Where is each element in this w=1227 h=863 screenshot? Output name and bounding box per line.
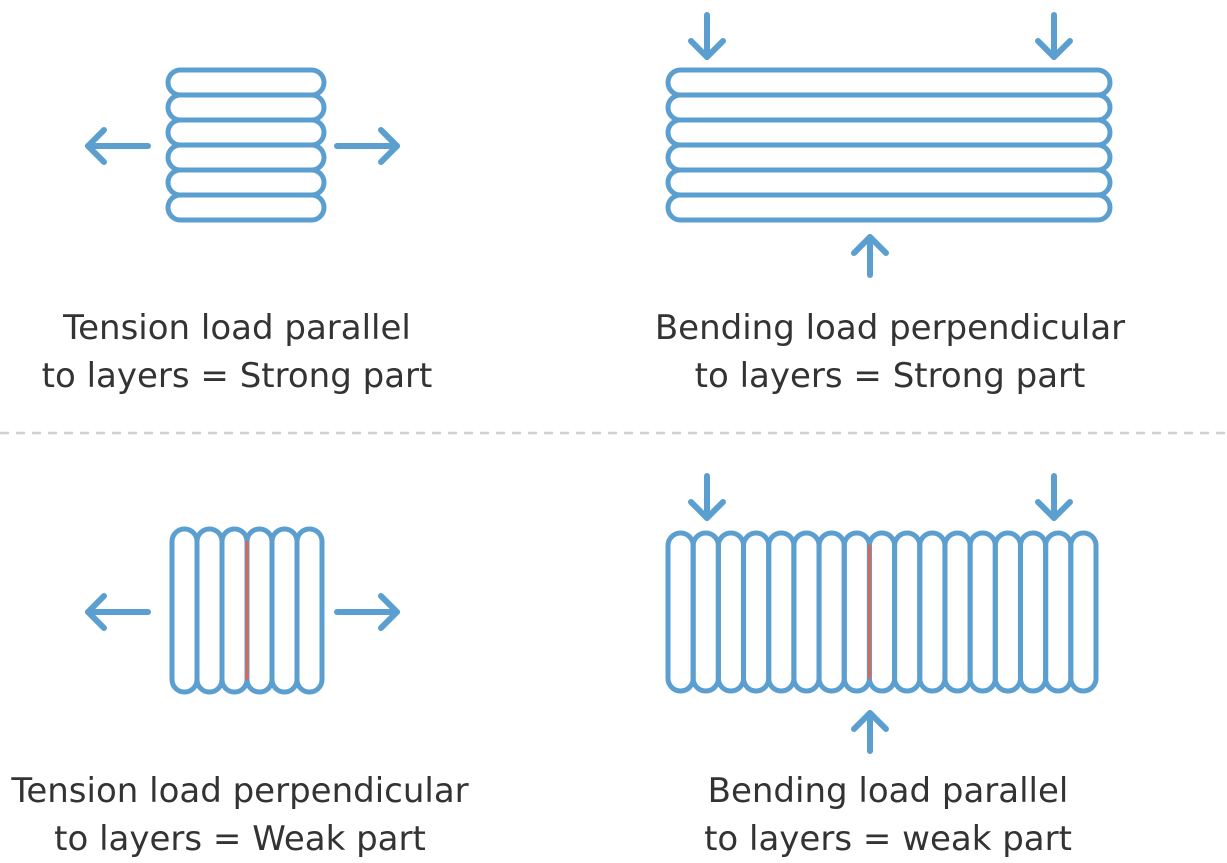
- caption-line: to layers = Weak part: [54, 819, 426, 859]
- arrow-down-icon: [1035, 473, 1073, 521]
- layer: [665, 192, 1113, 223]
- arrow-head: [1035, 499, 1073, 521]
- layer: [165, 142, 327, 173]
- layer: [165, 167, 327, 198]
- tension-parallel-figure: [85, 67, 400, 223]
- caption-bending-perpendicular: Bending load perpendicular to layers = S…: [655, 304, 1125, 400]
- arrow-head: [378, 593, 400, 631]
- layer: [165, 117, 327, 148]
- layer: [1017, 530, 1049, 694]
- layer: [1043, 530, 1074, 694]
- arrow-head: [688, 499, 726, 521]
- caption-bending-parallel: Bending load parallel to layers = weak p…: [704, 767, 1072, 863]
- layer: [665, 167, 1113, 198]
- caption-line: to layers = Strong part: [41, 356, 433, 396]
- arrow-up-icon: [851, 710, 889, 754]
- layer: [791, 530, 822, 694]
- layer: [294, 526, 325, 695]
- arrow-head: [85, 593, 107, 631]
- layer: [244, 526, 275, 695]
- layer: [665, 92, 1113, 123]
- arrow-down-icon: [1035, 12, 1073, 60]
- layer: [942, 530, 973, 694]
- arrow-head: [85, 127, 107, 165]
- layer: [665, 142, 1113, 173]
- layer: [165, 67, 327, 98]
- layer: [169, 526, 200, 695]
- arrow-down-icon: [688, 473, 726, 521]
- caption-line: Bending load parallel: [707, 771, 1069, 811]
- layer: [665, 67, 1113, 98]
- caption-line: Bending load perpendicular: [654, 308, 1126, 348]
- layer: [816, 530, 847, 694]
- layer: [992, 530, 1023, 694]
- caption-line: to layers = Strong part: [694, 356, 1086, 396]
- caption-tension-perpendicular: Tension load perpendicular to layers = W…: [11, 767, 468, 863]
- arrow-head: [1035, 38, 1073, 60]
- arrow-up-icon: [851, 234, 889, 278]
- layer: [866, 530, 898, 694]
- layer: [269, 526, 300, 695]
- caption-line: Tension load parallel: [63, 308, 411, 348]
- layer: [165, 192, 327, 223]
- layer: [741, 530, 772, 694]
- layer: [841, 530, 872, 694]
- layer: [967, 530, 998, 694]
- arrow-left-icon: [85, 127, 151, 165]
- layer: [219, 526, 250, 695]
- arrow-down-icon: [688, 12, 726, 60]
- tension-perpendicular-figure: [85, 526, 400, 695]
- arrow-right-icon: [334, 593, 400, 631]
- caption-line: to layers = weak part: [704, 819, 1072, 859]
- caption-line: Tension load perpendicular: [11, 771, 469, 811]
- layer: [690, 530, 721, 694]
- layer: [1068, 530, 1099, 694]
- arrow-head: [851, 710, 889, 732]
- layer: [892, 530, 923, 694]
- arrow-right-icon: [334, 127, 400, 165]
- arrow-head: [378, 127, 400, 165]
- arrow-head: [688, 38, 726, 60]
- layer: [665, 530, 696, 694]
- arrow-left-icon: [85, 593, 151, 631]
- bending-perpendicular-figure: [665, 12, 1113, 278]
- layer: [194, 526, 225, 695]
- caption-tension-parallel: Tension load parallel to layers = Strong…: [42, 304, 433, 400]
- bending-parallel-figure: [665, 473, 1099, 754]
- arrow-head: [851, 234, 889, 256]
- layer: [715, 530, 747, 694]
- layer: [665, 117, 1113, 148]
- layer: [766, 530, 797, 694]
- layer: [165, 92, 327, 123]
- layer: [917, 530, 948, 694]
